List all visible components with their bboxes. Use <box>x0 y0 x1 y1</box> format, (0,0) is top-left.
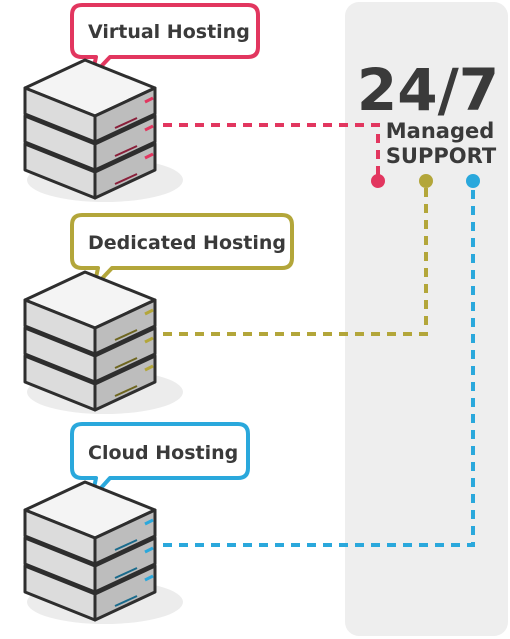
virtual-server-icon <box>23 58 183 202</box>
dedicated-hosting-group: Dedicated Hosting <box>23 174 433 414</box>
support-line-support: SUPPORT <box>386 144 497 168</box>
support-hours: 24/7 <box>357 56 499 124</box>
cloud-hosting-label: Cloud Hosting <box>88 442 238 464</box>
dedicated-hosting-bubble <box>70 213 294 289</box>
virtual-connector-dot <box>371 174 385 188</box>
cloud-hosting-group: Cloud Hosting <box>23 174 480 624</box>
cloud-server-icon <box>23 480 183 624</box>
dedicated-connector-line <box>163 185 428 336</box>
dedicated-connector-dot <box>419 174 433 188</box>
virtual-hosting-label: Virtual Hosting <box>88 21 250 43</box>
virtual-hosting-group: Virtual Hosting <box>23 3 385 202</box>
dedicated-server-icon <box>23 270 183 414</box>
support-line-managed: Managed <box>386 119 495 143</box>
virtual-connector-line <box>163 123 380 178</box>
cloud-connector-dot <box>466 174 480 188</box>
cloud-connector-line <box>163 185 475 547</box>
dedicated-hosting-label: Dedicated Hosting <box>88 232 286 254</box>
